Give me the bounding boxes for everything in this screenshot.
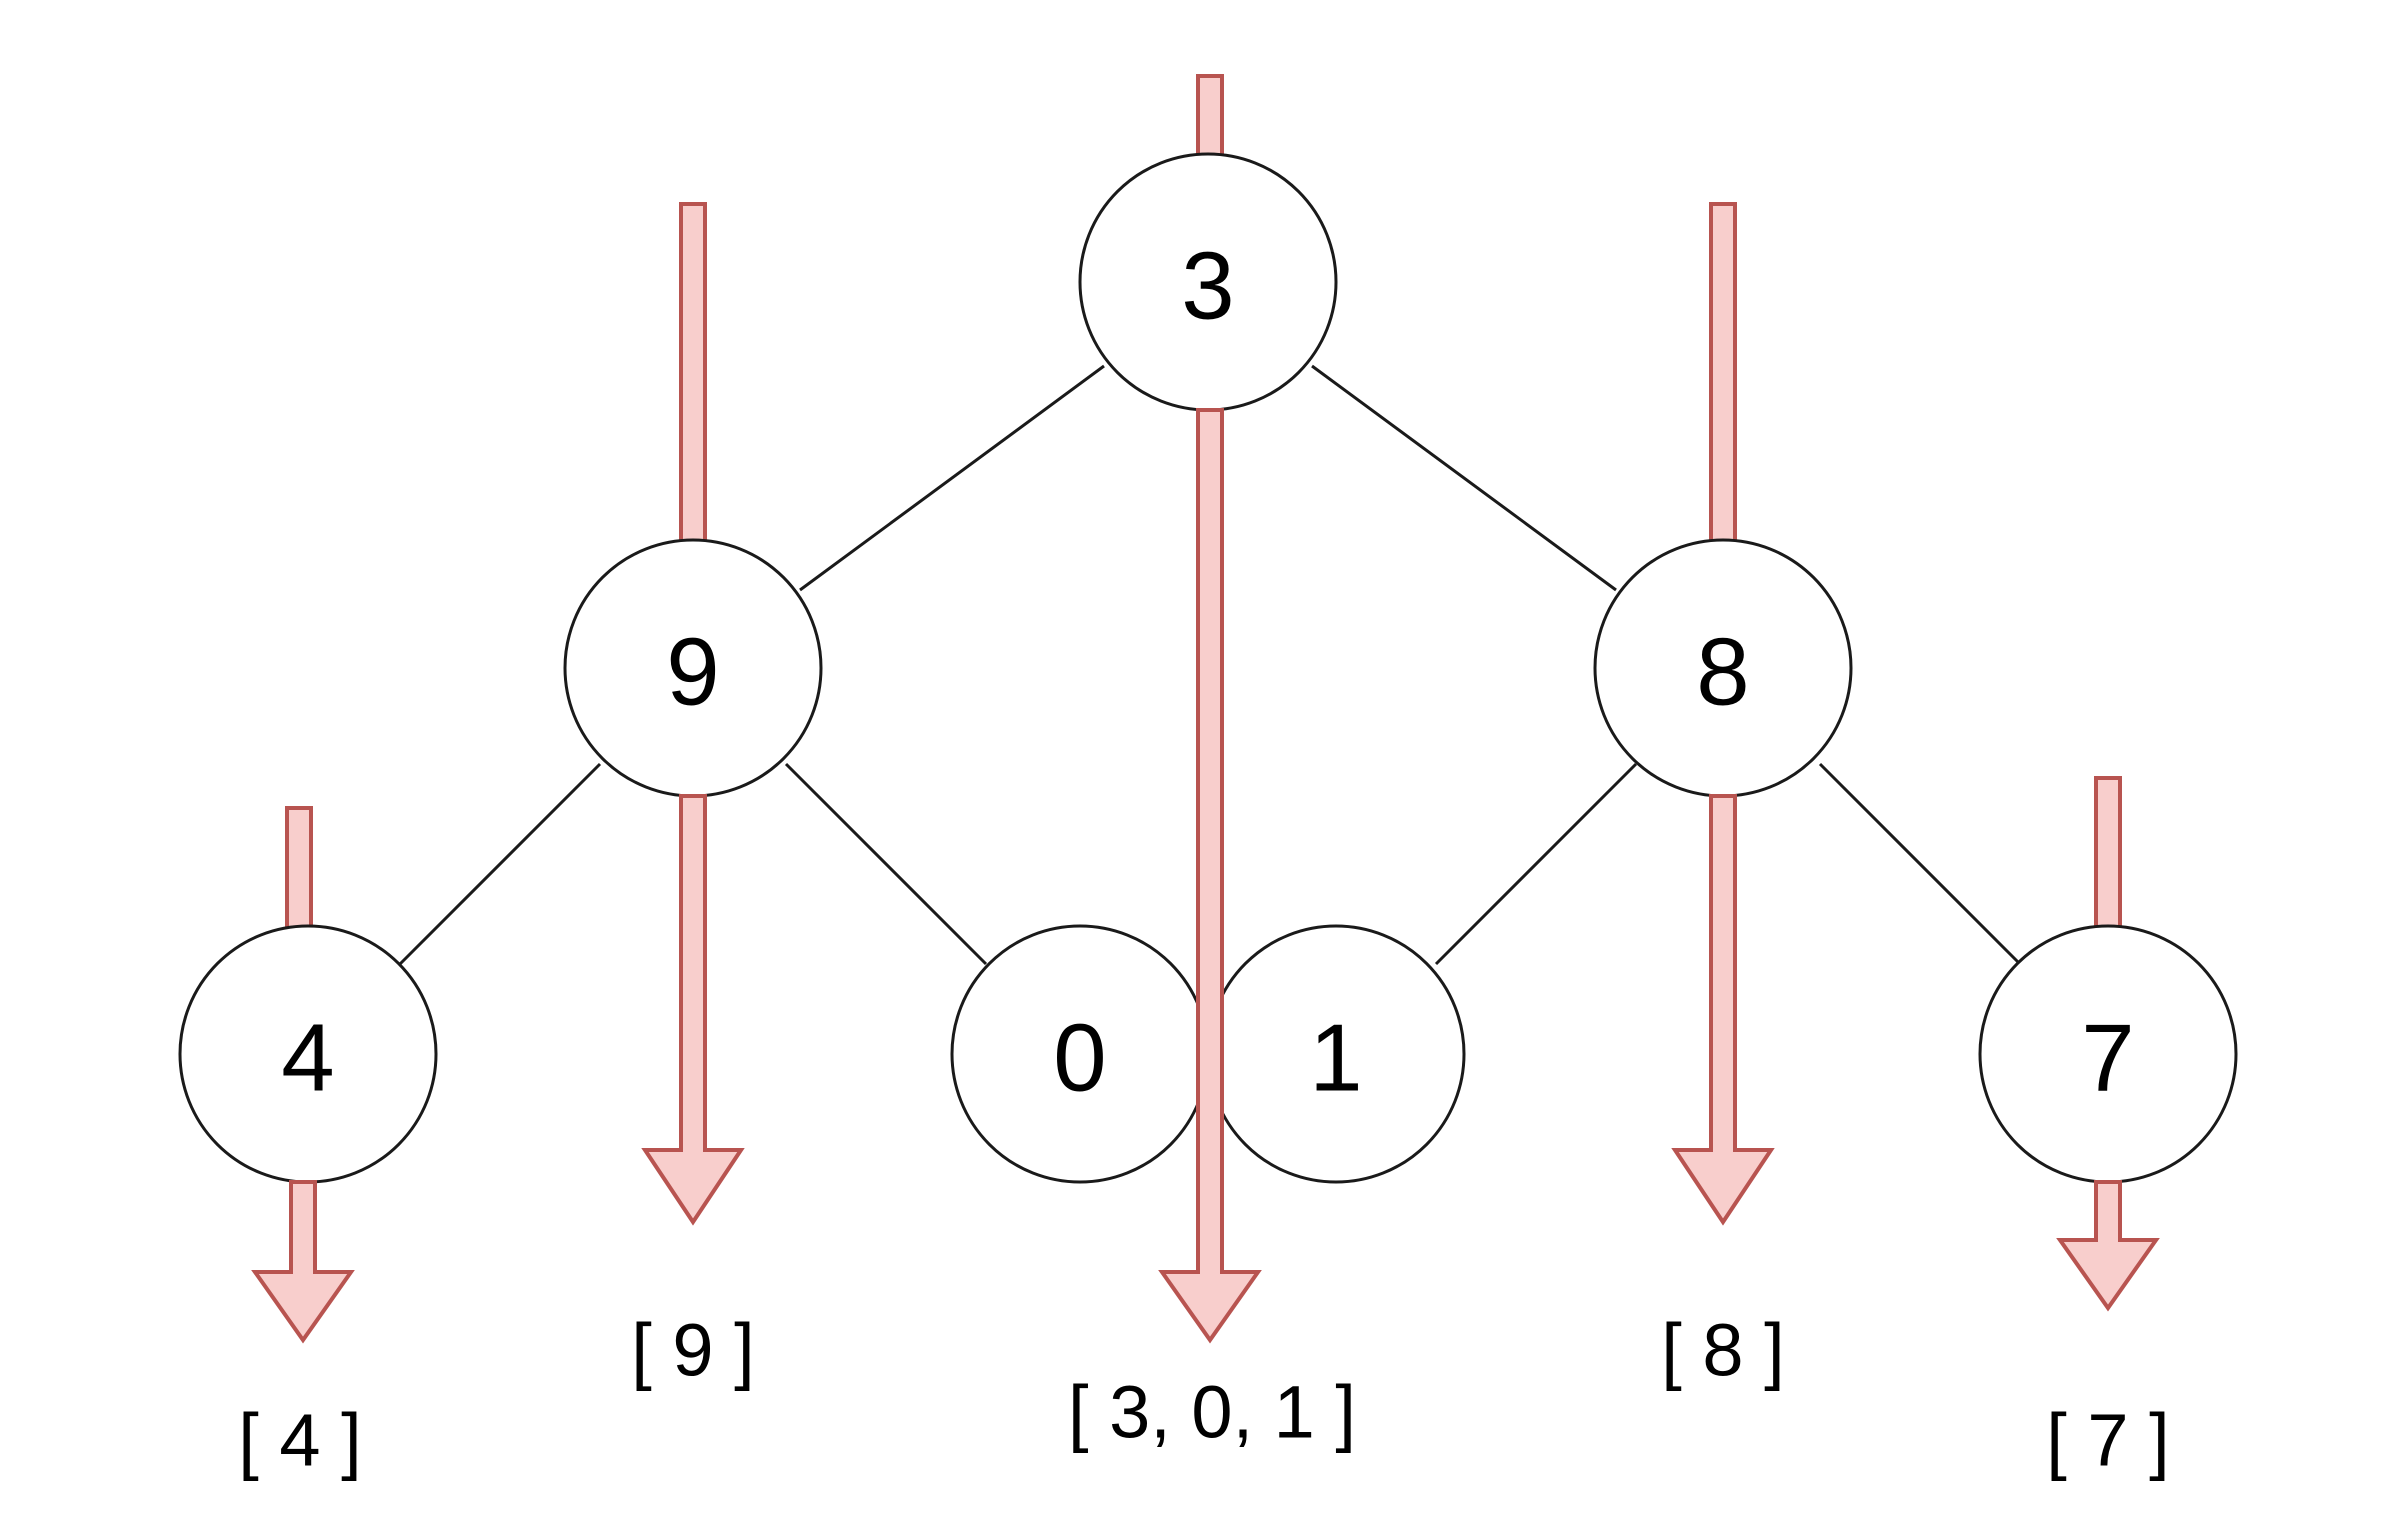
arrow-tail-col-9 <box>679 202 707 552</box>
node-value: 8 <box>1696 619 1749 726</box>
tree-node: 1 <box>1206 924 1466 1184</box>
arrow-col-9 <box>641 794 745 1226</box>
arrow-tail-col-7 <box>2094 776 2122 936</box>
node-value: 7 <box>2081 1005 2134 1112</box>
arrow-col-8 <box>1671 794 1775 1226</box>
tree-node: 8 <box>1593 538 1853 798</box>
tree-node: 9 <box>563 538 823 798</box>
tree-node: 3 <box>1078 152 1338 412</box>
edge-3-9 <box>799 364 1105 592</box>
column-results: [ 4 ] [ 9 ] [ 3, 0, 1 ] [ 8 ] [ 7 ] <box>238 1309 2169 1482</box>
result-label-col-9: [ 9 ] <box>631 1309 754 1392</box>
node-value: 4 <box>281 1005 334 1112</box>
node-value: 1 <box>1309 1005 1362 1112</box>
arrow-col-4 <box>251 1180 355 1344</box>
edge-8-1 <box>1434 762 1638 966</box>
edge-3-8 <box>1311 364 1617 592</box>
result-label-col-7: [ 7 ] <box>2046 1399 2169 1482</box>
arrow-col-301 <box>1158 408 1262 1344</box>
tree-nodes: 3 9 8 4 0 1 7 <box>178 152 2238 1184</box>
arrow-tail-col-8 <box>1709 202 1737 552</box>
tree-node: 7 <box>1978 924 2238 1184</box>
arrow-tail-col-4 <box>285 806 313 936</box>
result-label-col-8: [ 8 ] <box>1661 1309 1784 1392</box>
tree-node: 4 <box>178 924 438 1184</box>
result-label-col-301: [ 3, 0, 1 ] <box>1068 1371 1356 1454</box>
node-value: 3 <box>1181 233 1234 340</box>
arrow-heads <box>251 408 2160 1344</box>
result-label-col-4: [ 4 ] <box>238 1399 361 1482</box>
edge-9-4 <box>398 762 602 966</box>
arrow-tail-col-301 <box>1196 74 1224 162</box>
arrow-tails <box>285 74 2122 936</box>
edge-8-7 <box>1818 762 2022 966</box>
tree-node: 0 <box>950 924 1210 1184</box>
arrow-col-7 <box>2056 1180 2160 1312</box>
tree-edges <box>398 364 2022 966</box>
node-value: 9 <box>666 619 719 726</box>
node-value: 0 <box>1053 1005 1106 1112</box>
edge-9-0 <box>784 762 988 966</box>
